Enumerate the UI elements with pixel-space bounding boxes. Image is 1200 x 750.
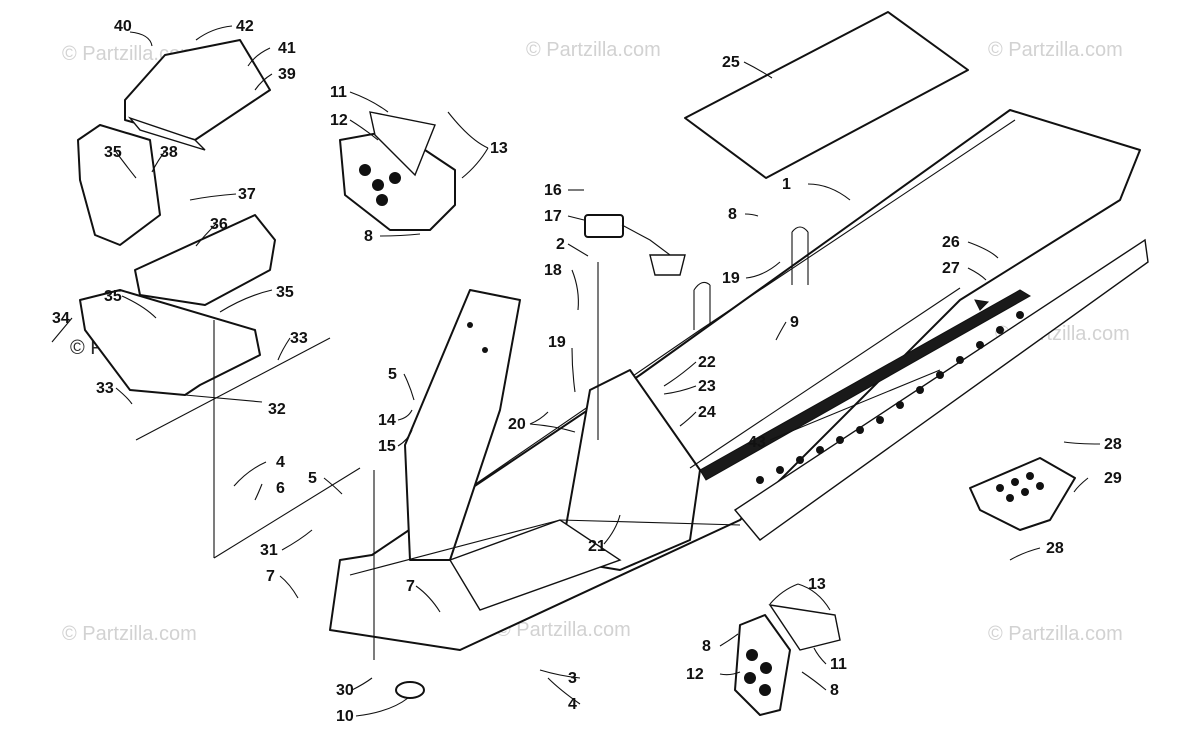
callout-label: 19 — [722, 270, 740, 287]
part-tunnel-mat — [684, 11, 969, 179]
callout-label: 8 — [364, 228, 373, 245]
part-strip — [689, 287, 961, 469]
part-steering-bracket — [77, 124, 161, 246]
callout-label: 21 — [588, 538, 606, 555]
callout-label: 13 — [490, 140, 508, 157]
callout-label: 16 — [544, 182, 562, 199]
part-u-bolt — [693, 281, 711, 330]
callout-label: 14 — [378, 412, 396, 429]
watermark: © Partzilla.com — [988, 623, 1123, 645]
part-lower-shield-top — [768, 604, 841, 651]
callout-label: 41 — [278, 40, 296, 57]
callout-label: 42 — [236, 18, 254, 35]
callout-label: 33 — [290, 330, 308, 347]
callout-label: 36 — [210, 216, 228, 233]
callout-label: 37 — [238, 186, 256, 203]
part-harness-connector — [649, 254, 686, 276]
part-console-cover — [124, 39, 271, 141]
callout-label: 3 — [568, 670, 577, 687]
callout-label: 24 — [698, 404, 716, 421]
callout-label: 8 — [830, 682, 839, 699]
callout-label: 7 — [266, 568, 275, 585]
callout-label: 33 — [96, 380, 114, 397]
callout-label: 9 — [790, 314, 799, 331]
callout-label: 8 — [728, 206, 737, 223]
callout-label: 40 — [114, 18, 132, 35]
callout-label: 28 — [1046, 540, 1064, 557]
callout-label: 8 — [702, 638, 711, 655]
part-u-bolt — [791, 226, 809, 285]
callout-label: 13 — [808, 576, 826, 593]
callout-label: 10 — [336, 708, 354, 725]
callout-label: 4 — [568, 696, 577, 713]
watermark: © Partzilla.com — [526, 39, 661, 61]
callout-label: 22 — [698, 354, 716, 371]
callout-label: 17 — [544, 208, 562, 225]
callout-label: 28 — [1104, 436, 1122, 453]
part-mounting-plate — [79, 289, 261, 396]
callout-label: 31 — [260, 542, 278, 559]
part-upper-shield-top — [369, 111, 436, 177]
callout-label: 11 — [830, 656, 847, 673]
callout-label: 38 — [160, 144, 178, 161]
callout-label: 29 — [1104, 470, 1122, 487]
callout-label: 7 — [406, 578, 415, 595]
callout-label: 35 — [104, 144, 122, 161]
callout-label: 4 — [276, 454, 285, 471]
callout-label: 12 — [330, 112, 348, 129]
watermark: © Partzilla.com — [988, 39, 1123, 61]
callout-label: 35 — [276, 284, 294, 301]
callout-label: 18 — [544, 262, 562, 279]
watermark: © Partzilla.com — [62, 623, 197, 645]
callout-label: 39 — [278, 66, 296, 83]
leader-lines — [51, 25, 1101, 717]
part-bracket — [134, 214, 276, 306]
watermark: © Partzilla.com — [496, 619, 631, 641]
step-holes — [996, 472, 1044, 502]
callout-label: 5 — [308, 470, 317, 487]
callout-label: 32 — [268, 401, 286, 418]
callout-label: 23 — [698, 378, 716, 395]
callout-label: 26 — [942, 234, 960, 251]
callout-label: 2 — [556, 236, 565, 253]
callout-label: 12 — [686, 666, 704, 683]
callout-label: 30 — [336, 682, 354, 699]
callout-label: 27 — [942, 260, 960, 277]
callout-label: 43 — [748, 434, 766, 451]
chassis-frame — [329, 109, 1149, 651]
callout-label: 15 — [378, 438, 396, 455]
upper-guard-holes — [359, 164, 401, 206]
part-bumper-pad — [395, 681, 425, 699]
callout-label: 35 — [104, 288, 122, 305]
part-harness-module — [584, 214, 624, 238]
part-harness-wire — [621, 224, 671, 256]
callout-label: 5 — [388, 366, 397, 383]
callout-label: 6 — [276, 480, 285, 497]
parts-layer — [77, 11, 1149, 716]
callout-label: 1 — [782, 176, 791, 193]
callout-label: 20 — [508, 416, 526, 433]
callout-label: 25 — [722, 54, 740, 71]
callout-label: 19 — [548, 334, 566, 351]
callout-label: 11 — [330, 84, 347, 101]
part-console-cover-base — [127, 116, 206, 151]
callout-label: 34 — [52, 310, 70, 327]
lower-guard-holes — [744, 649, 772, 696]
callout-labels: 40 42 41 39 35 38 37 36 35 35 34 33 33 3… — [52, 18, 1122, 725]
